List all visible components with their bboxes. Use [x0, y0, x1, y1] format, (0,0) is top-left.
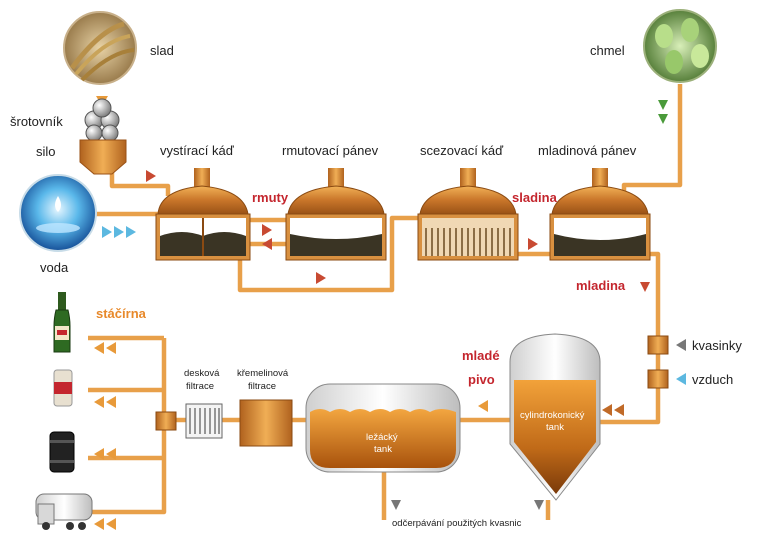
tanker-truck-icon — [35, 493, 93, 530]
label-scezovaci-kad: scezovací káď — [420, 143, 504, 158]
wort-kettle-vessel — [549, 168, 651, 261]
label-pivo: pivo — [468, 372, 495, 387]
malt-image — [63, 11, 137, 85]
label-deskova: desková — [184, 368, 220, 379]
label-mlade: mladé — [462, 348, 500, 363]
can-icon — [53, 369, 73, 407]
lauter-tun-vessel — [417, 168, 519, 261]
water-flow-arrows — [102, 226, 136, 238]
label-lezacky-tank: tank — [374, 444, 392, 455]
label-cylindro-tank: tank — [546, 422, 564, 433]
label-srotovnik: šrotovník — [10, 114, 63, 129]
grist-arrow — [146, 170, 156, 182]
label-mladinova-panev: mladinová pánev — [538, 143, 637, 158]
lager-tank — [305, 383, 461, 473]
young-beer-arrow — [478, 400, 488, 412]
kvasinky-arrow — [676, 339, 686, 351]
label-sladina: sladina — [512, 190, 558, 205]
label-odcerpavani: odčerpávání použitých kvasnic — [392, 518, 522, 529]
label-vystiraci-kad: vystírací káď — [160, 143, 235, 158]
label-lezacky: ležácký — [366, 432, 398, 443]
keg-icon — [49, 431, 75, 473]
label-rmutovaci-panev: rmutovací pánev — [282, 143, 379, 158]
yeast-dosing-unit — [647, 335, 669, 355]
mladina-arrow — [640, 282, 650, 292]
mash-kettle-vessel — [285, 168, 387, 261]
wort-to-fermenter-arrows — [602, 404, 624, 416]
water-image — [19, 174, 97, 252]
label-cylindrokonicky: cylindrokonický — [520, 410, 585, 421]
rmuty-arrow-left — [262, 238, 272, 250]
pipe-network — [88, 84, 683, 520]
mash-tun-vessel — [155, 168, 251, 261]
bottle-icon — [53, 292, 71, 353]
label-stacirna: stáčírna — [96, 306, 147, 321]
label-chmel: chmel — [590, 43, 625, 58]
kieselguhr-filter — [239, 399, 293, 447]
label-deskova-filtrace: filtrace — [186, 381, 214, 392]
vzduch-arrow — [676, 373, 686, 385]
cylindroconical-tank — [509, 333, 601, 501]
packaging-arrows — [94, 342, 116, 530]
label-voda: voda — [40, 260, 69, 275]
hops-flow-arrows — [658, 100, 668, 124]
yeast-drain-arrow-lager — [391, 500, 401, 510]
silo-icon — [79, 139, 127, 175]
label-vzduch: vzduch — [692, 372, 733, 387]
yeast-drain-arrow-cylindro — [534, 500, 544, 510]
label-rmuty: rmuty — [252, 190, 289, 205]
label-kremelinova-filtrace: filtrace — [248, 381, 276, 392]
distribution-manifold — [155, 411, 177, 431]
hops-image — [643, 9, 717, 83]
plate-filter — [185, 403, 223, 439]
aeration-unit — [647, 369, 669, 389]
wort-loop-arrow — [316, 272, 326, 284]
label-mladina: mladina — [576, 278, 626, 293]
label-kvasinky: kvasinky — [692, 338, 742, 353]
sladina-arrow — [528, 238, 538, 250]
label-silo: silo — [36, 144, 56, 159]
rmuty-arrow-right — [262, 224, 272, 236]
mill-icon — [84, 98, 120, 142]
label-kremelinova: křemelinová — [237, 368, 289, 379]
label-slad: slad — [150, 43, 174, 58]
